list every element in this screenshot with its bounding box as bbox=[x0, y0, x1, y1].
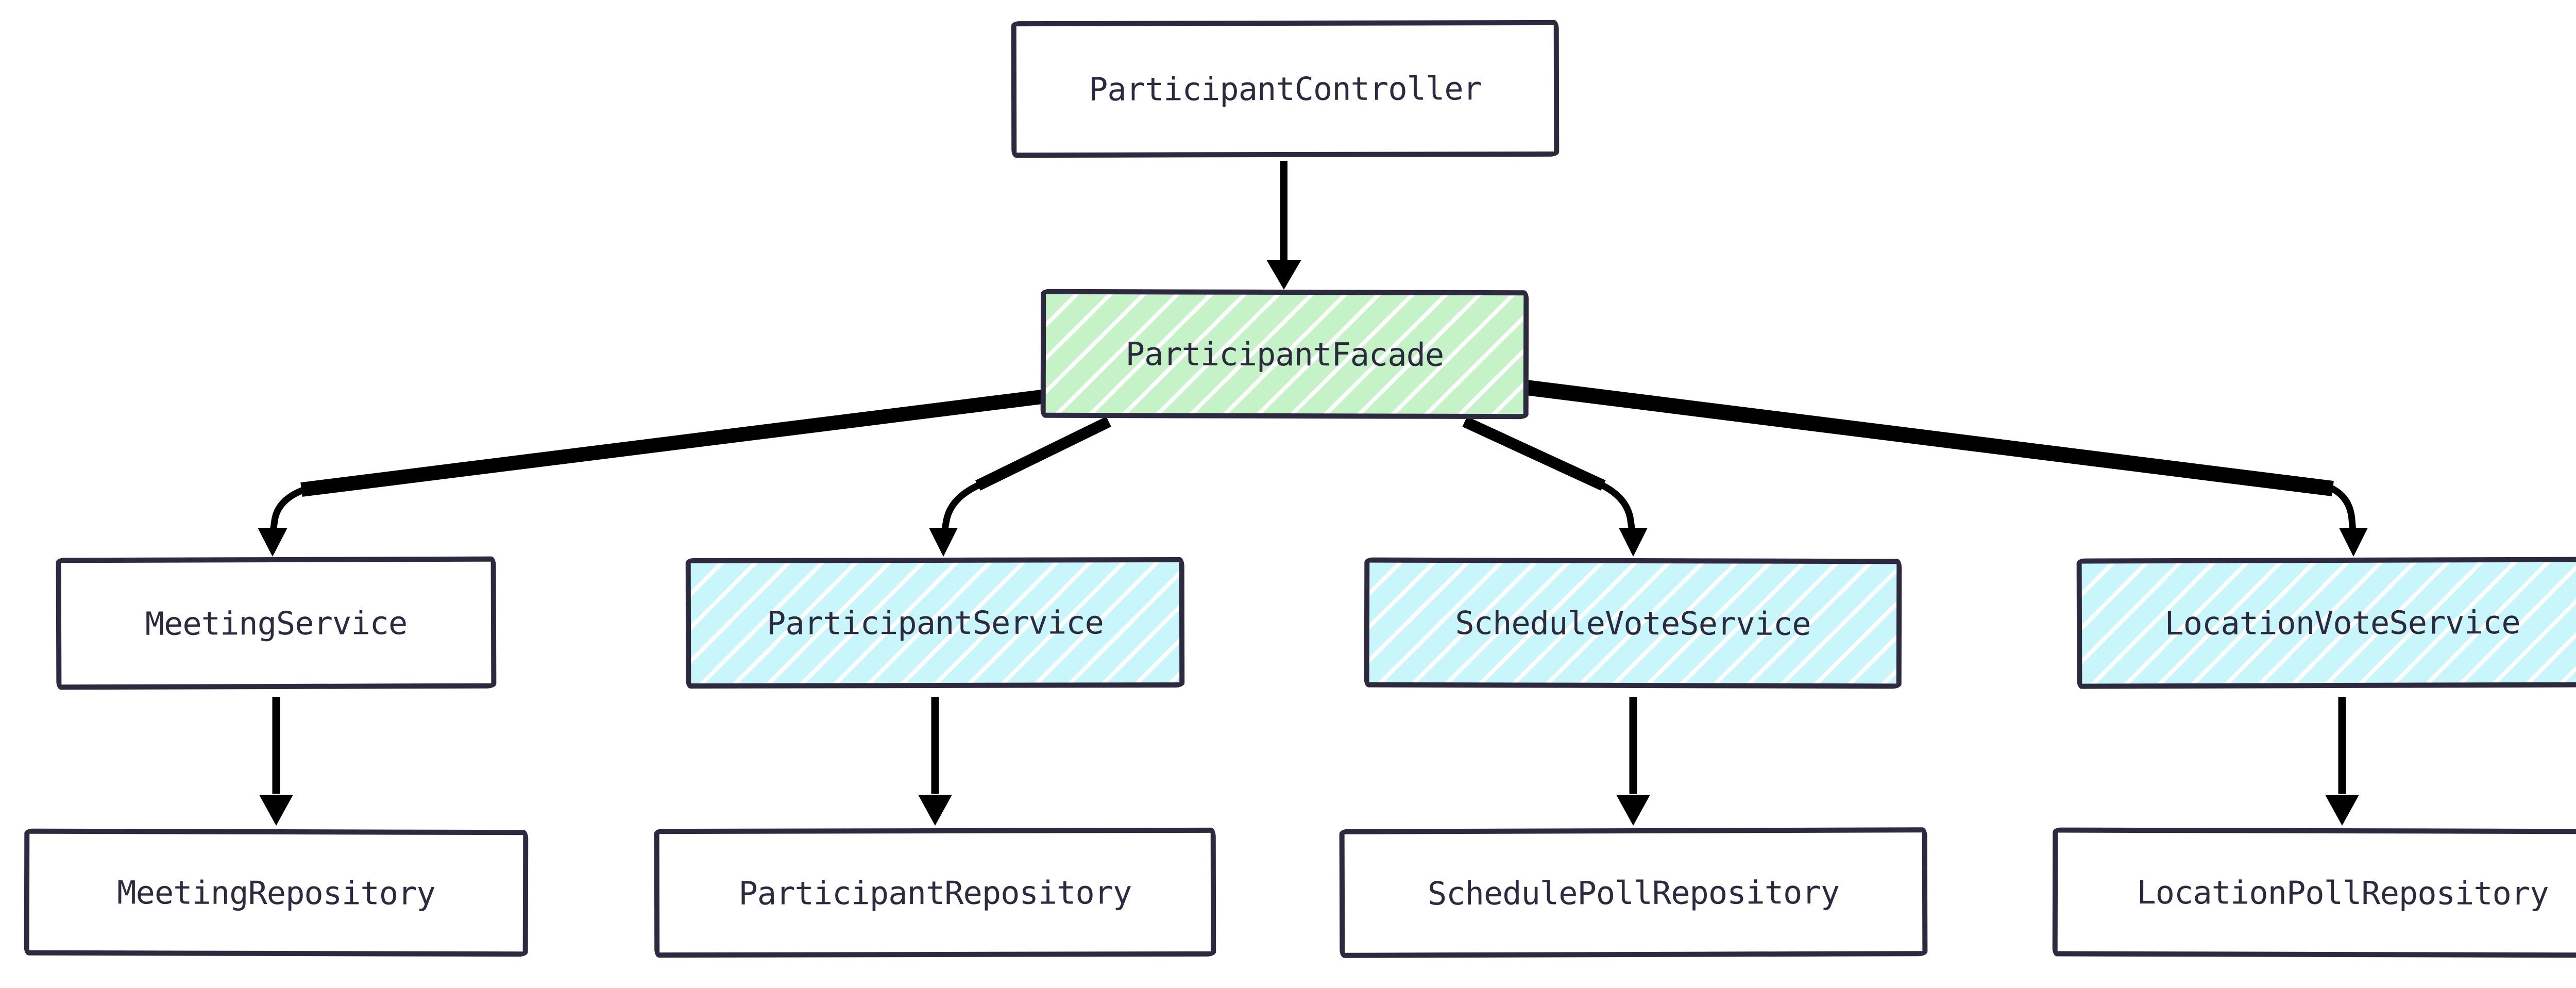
node-label: ParticipantRepository bbox=[738, 873, 1132, 912]
arrow-participant-service-to-repository bbox=[918, 697, 952, 826]
arrow-schedule-vote-service-to-repository bbox=[1616, 697, 1650, 826]
arrow-facade-to-participant-service bbox=[929, 416, 1111, 557]
node-label: ParticipantService bbox=[766, 604, 1104, 642]
node-participant-service: ParticipantService bbox=[685, 557, 1185, 689]
node-label: ScheduleVoteService bbox=[1455, 604, 1811, 643]
node-label: ParticipantController bbox=[1088, 70, 1482, 108]
node-schedule-poll-repository: SchedulePollRepository bbox=[1339, 827, 1928, 958]
arrow-meeting-service-to-repository bbox=[259, 697, 293, 826]
node-label: MeetingService bbox=[145, 604, 408, 643]
node-meeting-repository: MeetingRepository bbox=[24, 828, 529, 957]
node-participant-facade: ParticipantFacade bbox=[1040, 289, 1529, 420]
node-participant-controller: ParticipantController bbox=[1011, 20, 1560, 158]
node-label: LocationPollRepository bbox=[2137, 873, 2549, 912]
node-participant-repository: ParticipantRepository bbox=[654, 827, 1216, 958]
arrow-controller-to-facade bbox=[1266, 161, 1301, 290]
node-location-vote-service: LocationVoteService bbox=[2076, 557, 2576, 689]
node-label: ParticipantFacade bbox=[1125, 334, 1444, 374]
arrow-location-vote-service-to-repository bbox=[2325, 697, 2359, 826]
node-meeting-service: MeetingService bbox=[56, 556, 497, 690]
node-location-poll-repository: LocationPollRepository bbox=[2052, 827, 2576, 958]
node-label: MeetingRepository bbox=[117, 873, 435, 912]
arrow-facade-to-meeting-service bbox=[258, 390, 1043, 557]
node-label: LocationVoteService bbox=[2164, 603, 2520, 643]
node-label: SchedulePollRepository bbox=[1427, 873, 1840, 912]
arrow-facade-to-location-vote-service bbox=[1526, 380, 2368, 557]
node-schedule-vote-service: ScheduleVoteService bbox=[1364, 557, 1902, 689]
arrow-facade-to-schedule-vote-service bbox=[1462, 416, 1648, 557]
